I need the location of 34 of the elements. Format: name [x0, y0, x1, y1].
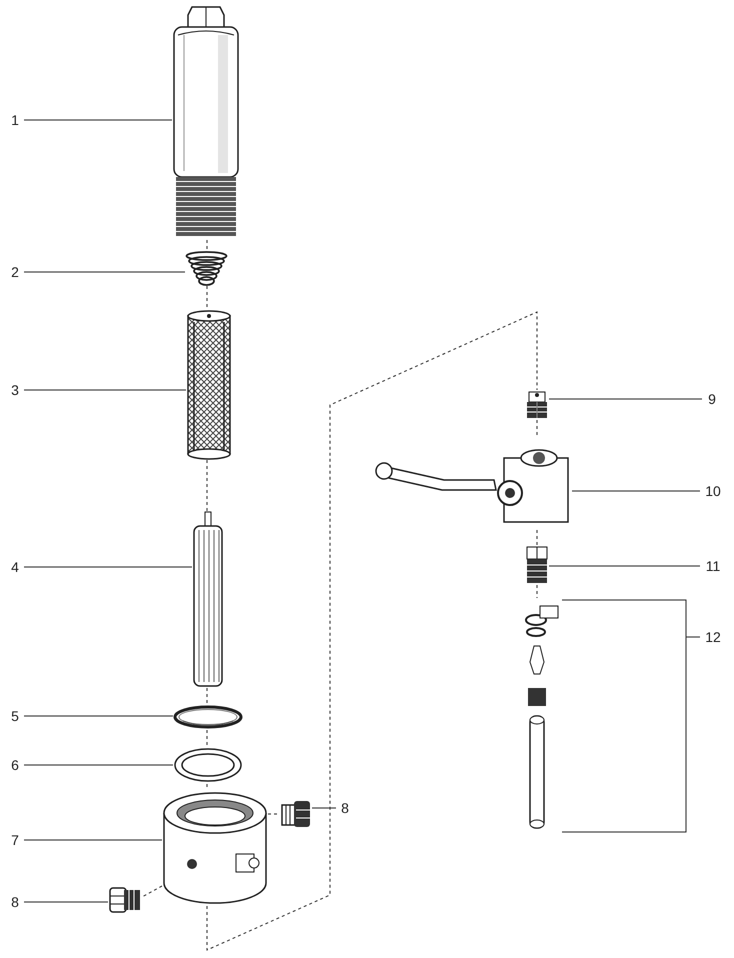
assembly-line	[206, 240, 208, 250]
callout-number: 8	[8, 894, 22, 910]
callout-number: 8	[338, 800, 352, 816]
leader-line	[562, 600, 700, 638]
filter-screen-drawing	[186, 310, 232, 460]
callout-number: 12	[702, 629, 724, 645]
gasket-drawing	[173, 746, 243, 784]
leader-line	[24, 764, 174, 766]
fitting-drawing	[525, 390, 549, 420]
leader-line	[24, 566, 192, 568]
o-ring-drawing	[173, 704, 243, 730]
assembly-line	[142, 886, 162, 898]
callout-number: 4	[8, 559, 22, 575]
assembly-line	[206, 730, 208, 746]
support-rod-drawing	[192, 512, 224, 688]
callout-number: 5	[8, 708, 22, 724]
assembly-line	[206, 460, 208, 512]
callout-number: 10	[702, 483, 724, 499]
fitting-drawing	[525, 545, 549, 585]
callout-number: 3	[8, 382, 22, 398]
assembly-line	[206, 784, 208, 788]
callout-number: 7	[8, 832, 22, 848]
assembly-line	[206, 311, 538, 951]
spring-drawing	[185, 250, 228, 286]
assembly-line	[536, 584, 538, 598]
assembly-line	[206, 688, 208, 704]
assembly-line	[536, 530, 538, 546]
callout-number: 6	[8, 757, 22, 773]
callout-number: 2	[8, 264, 22, 280]
callout-number: 9	[704, 391, 720, 407]
callout-number: 11	[702, 558, 724, 574]
leader-line	[548, 398, 702, 400]
leader-line	[572, 490, 700, 492]
callout-number: 1	[8, 112, 22, 128]
